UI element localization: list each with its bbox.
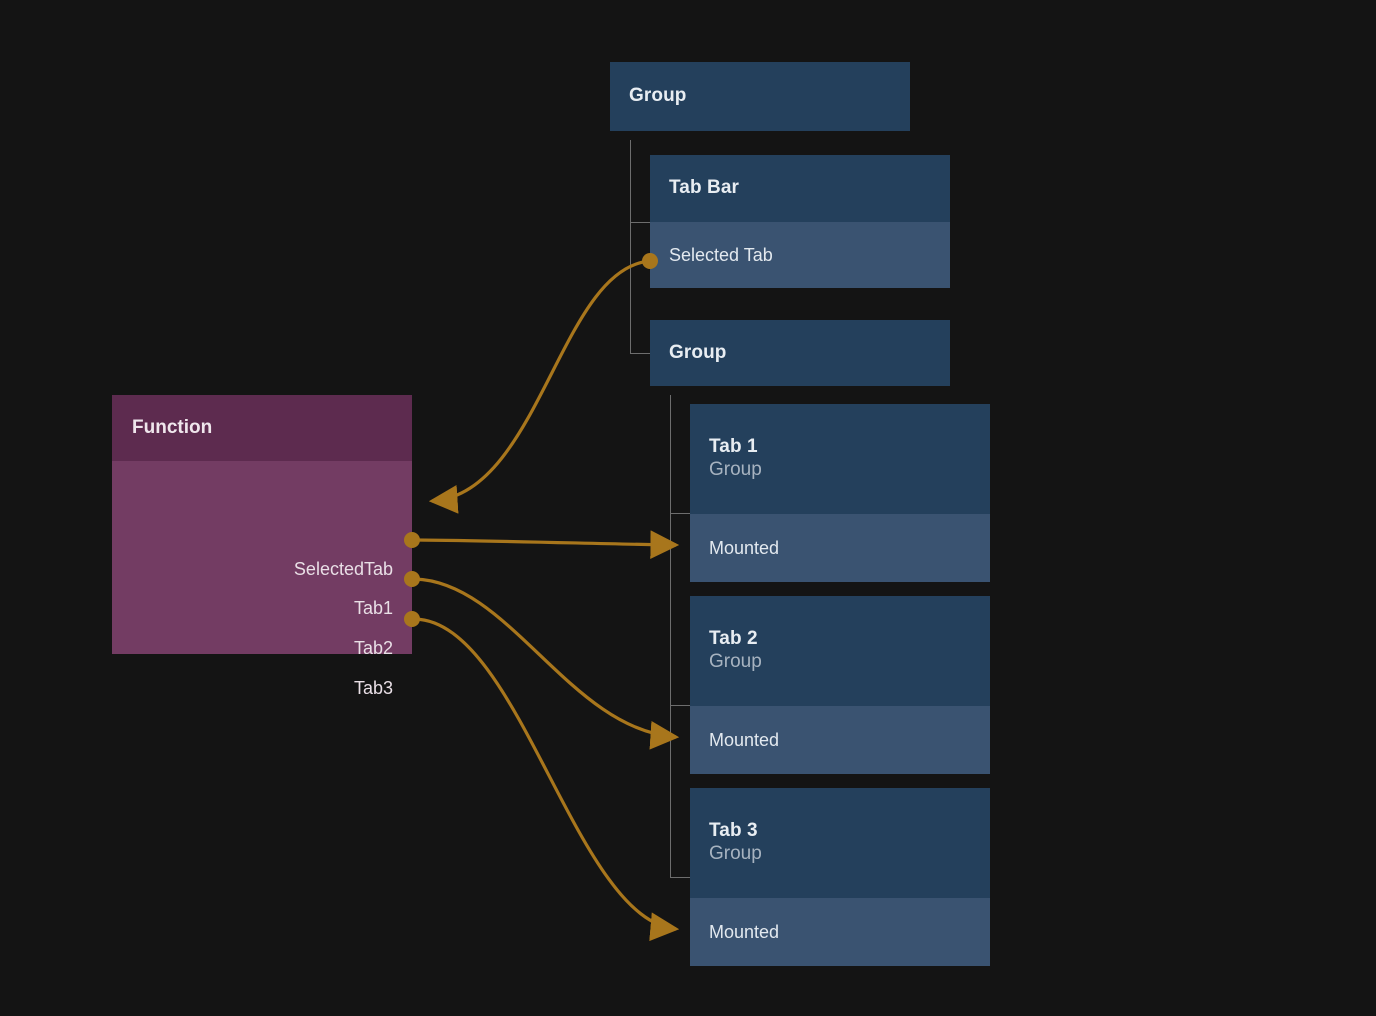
node-tab-3[interactable]: Tab 3 Group Mounted bbox=[690, 788, 990, 966]
node-subtitle: Group bbox=[709, 458, 762, 480]
node-tabs-group[interactable]: Group bbox=[650, 320, 950, 386]
function-port-label: SelectedTab bbox=[293, 559, 393, 579]
node-function[interactable]: Function SelectedTab Tab1 Tab2 Tab3 bbox=[112, 395, 412, 697]
node-row-label: Selected Tab bbox=[669, 244, 773, 265]
node-header[interactable]: Group bbox=[610, 62, 910, 131]
node-tab-bar[interactable]: Tab Bar Selected Tab bbox=[650, 155, 950, 288]
tree-guide-branch bbox=[670, 705, 692, 706]
node-title: Group bbox=[669, 341, 727, 363]
node-subtitle: Group bbox=[709, 842, 762, 864]
function-port-label: Tab1 bbox=[353, 598, 393, 618]
node-root-group[interactable]: Group bbox=[610, 62, 910, 131]
node-title: Tab 2 bbox=[709, 628, 758, 650]
node-tab-2[interactable]: Tab 2 Group Mounted bbox=[690, 596, 990, 774]
node-subtitle: Group bbox=[709, 650, 762, 672]
wire-selectedtab bbox=[428, 259, 651, 514]
node-header[interactable]: Function bbox=[112, 395, 412, 461]
tree-guide-branch bbox=[630, 222, 652, 223]
port-dot-tab2[interactable] bbox=[404, 571, 420, 587]
node-row-label: Mounted bbox=[709, 729, 780, 750]
wire-tab1 bbox=[414, 530, 680, 560]
function-port-label: Tab2 bbox=[353, 638, 393, 658]
node-header[interactable]: Group bbox=[650, 320, 950, 386]
tree-guide-branch bbox=[630, 353, 652, 354]
wire-tab3 bbox=[414, 617, 680, 941]
node-row-mounted[interactable]: Mounted bbox=[690, 706, 990, 774]
function-port-tab2[interactable]: Tab2 bbox=[354, 639, 393, 657]
node-row-selected-tab[interactable]: Selected Tab bbox=[650, 222, 950, 288]
function-port-label: Tab3 bbox=[353, 678, 393, 698]
node-title: Tab 3 bbox=[709, 820, 758, 842]
function-port-tab1[interactable]: Tab1 bbox=[354, 599, 393, 617]
node-header[interactable]: Tab 2 Group bbox=[690, 596, 990, 706]
node-body: SelectedTab Tab1 Tab2 Tab3 bbox=[112, 461, 412, 697]
node-header[interactable]: Tab 1 Group bbox=[690, 404, 990, 514]
node-header[interactable]: Tab Bar bbox=[650, 155, 950, 222]
node-row-mounted[interactable]: Mounted bbox=[690, 514, 990, 582]
node-title: Group bbox=[629, 85, 687, 107]
tree-guide-line bbox=[630, 140, 631, 354]
port-dot-tab3[interactable] bbox=[404, 611, 420, 627]
function-port-selectedtab[interactable]: SelectedTab bbox=[294, 560, 393, 578]
tree-guide-branch bbox=[670, 877, 692, 878]
function-port-tab3[interactable]: Tab3 bbox=[354, 679, 393, 697]
node-title: Function bbox=[132, 417, 213, 438]
wire-tab2 bbox=[414, 577, 680, 750]
node-row-label: Mounted bbox=[709, 537, 780, 558]
node-header[interactable]: Tab 3 Group bbox=[690, 788, 990, 898]
node-tab-1[interactable]: Tab 1 Group Mounted bbox=[690, 404, 990, 582]
port-dot-selected-tab[interactable] bbox=[642, 253, 658, 269]
node-row-label: Mounted bbox=[709, 921, 780, 942]
tree-guide-branch bbox=[670, 513, 692, 514]
tree-guide-line bbox=[670, 395, 671, 878]
node-row-mounted[interactable]: Mounted bbox=[690, 898, 990, 966]
node-title: Tab 1 bbox=[709, 436, 758, 458]
node-title: Tab Bar bbox=[669, 177, 740, 199]
port-dot-tab1[interactable] bbox=[404, 532, 420, 548]
